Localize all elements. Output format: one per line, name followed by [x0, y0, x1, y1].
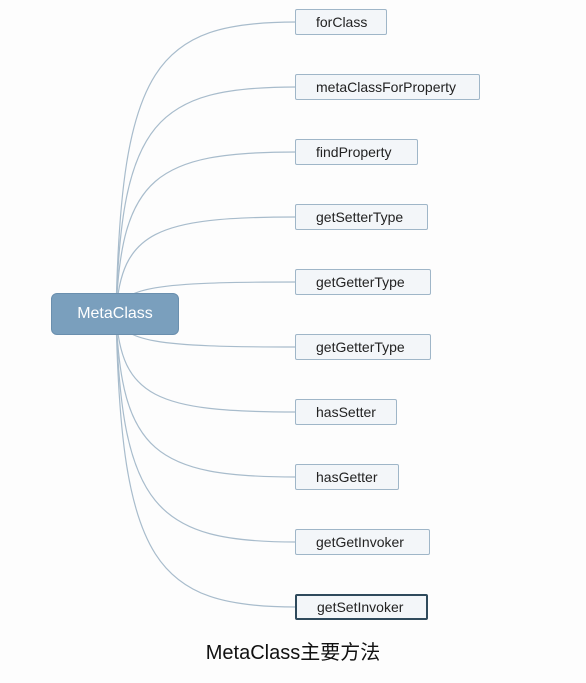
figure-caption: MetaClass主要方法: [205, 642, 381, 664]
connector-line: [115, 151, 297, 315]
child-node-label: forClass: [316, 14, 368, 30]
connector-line: [115, 313, 297, 608]
child-node[interactable]: forClass: [295, 9, 387, 35]
child-node-label: getSetterType: [316, 209, 404, 225]
connector-line: [115, 313, 297, 543]
child-node-label: hasGetter: [316, 469, 378, 485]
child-node[interactable]: getSetInvoker: [295, 594, 428, 620]
child-node[interactable]: getSetterType: [295, 204, 428, 230]
child-node[interactable]: hasGetter: [295, 464, 399, 490]
child-node-label: hasSetter: [316, 404, 376, 420]
child-node[interactable]: getGetterType: [295, 269, 431, 295]
connector-line: [115, 216, 297, 315]
connector-line: [115, 313, 297, 413]
child-node[interactable]: metaClassForProperty: [295, 74, 480, 100]
child-node-label: metaClassForProperty: [316, 79, 457, 95]
child-node[interactable]: findProperty: [295, 139, 418, 165]
connector-line: [115, 313, 297, 478]
root-node-label: MetaClass: [77, 305, 153, 322]
child-node-label: findProperty: [316, 144, 392, 160]
child-node[interactable]: getGetInvoker: [295, 529, 430, 555]
child-node-label: getGetterType: [316, 339, 405, 355]
connector-line: [115, 86, 297, 315]
child-node-label: getGetInvoker: [316, 534, 404, 550]
child-node-label: getGetterType: [316, 274, 405, 290]
connector-line: [115, 21, 297, 315]
child-node[interactable]: getGetterType: [295, 334, 431, 360]
child-node[interactable]: hasSetter: [295, 399, 397, 425]
root-node-metaclass[interactable]: MetaClass: [51, 293, 179, 335]
child-node-label: getSetInvoker: [317, 599, 404, 615]
